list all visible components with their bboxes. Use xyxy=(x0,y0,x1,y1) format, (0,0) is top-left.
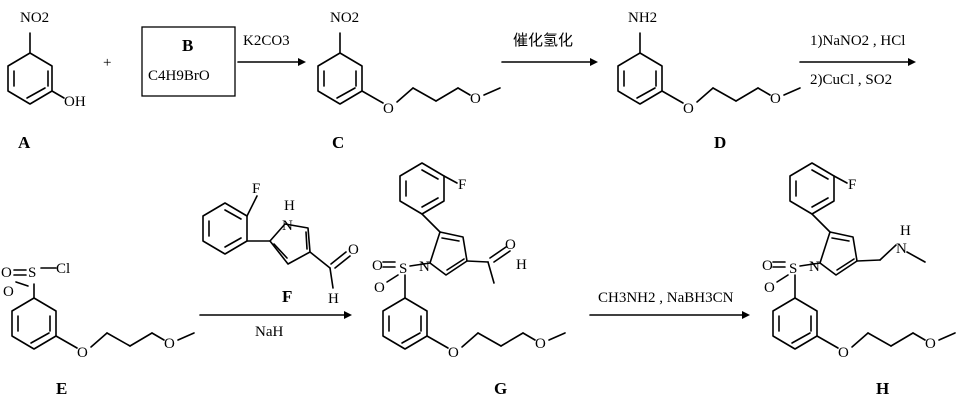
compound-a-hydroxyl-label: OH xyxy=(64,94,86,110)
compound-e-o-bottom: O xyxy=(3,284,14,300)
compound-g-o-bottom: O xyxy=(374,280,385,296)
compound-g-nitrogen: N xyxy=(419,259,430,275)
compound-g-sulfur: S xyxy=(399,261,407,277)
compound-e-structure: O S Cl O O O xyxy=(1,261,195,361)
compound-h-amine-h: H xyxy=(900,223,911,239)
compound-d-ether-o1: O xyxy=(683,101,694,117)
compound-e-chlorine: Cl xyxy=(56,261,70,277)
compound-e-o-top: O xyxy=(1,265,12,281)
compound-f-aldehyde-o: O xyxy=(348,242,359,258)
compound-c-nitro-label: NO2 xyxy=(330,10,359,26)
arrow-1-reagent: K2CO3 xyxy=(243,33,290,49)
arrow-4-reagent: NaH xyxy=(255,324,283,340)
compound-f-nh-hydrogen: H xyxy=(284,198,295,214)
arrow-3-reagent-1: 1)NaNO2 , HCl xyxy=(810,33,905,49)
compound-b-box xyxy=(141,26,236,97)
compound-e-sulfur: S xyxy=(28,265,36,281)
compound-h-o-bottom: O xyxy=(764,280,775,296)
arrow-5-reagent: CH3NH2 , NaBH3CN xyxy=(598,290,734,306)
compound-a-nitro-label: NO2 xyxy=(20,10,49,26)
compound-e-ether-o2: O xyxy=(164,336,175,352)
compound-g-structure: F O S N O H O O O xyxy=(372,162,566,361)
arrow-4: NaH xyxy=(199,311,352,340)
compound-c-structure: NO2 O O xyxy=(317,10,501,117)
compound-g-label: G xyxy=(494,379,507,398)
compound-h-sulfur: S xyxy=(789,261,797,277)
arrow-3: 1)NaNO2 , HCl 2)CuCl , SO2 xyxy=(799,33,916,88)
arrow-2-reagent: 催化氢化 xyxy=(513,31,573,49)
compound-c-label: C xyxy=(332,133,344,152)
compound-d-structure: NH2 O O xyxy=(617,10,801,117)
plus-sign: + xyxy=(103,55,111,71)
compound-h-amine-n: N xyxy=(896,241,907,257)
compound-h-fluorine: F xyxy=(848,177,856,193)
compound-h-nitrogen-ring: N xyxy=(809,259,820,275)
arrow-1: K2CO3 xyxy=(237,33,306,66)
compound-h-ether-o2: O xyxy=(925,336,936,352)
compound-d-label: D xyxy=(714,133,726,152)
compound-b-formula: C4H9BrO xyxy=(148,68,210,84)
compound-f-fluorine: F xyxy=(252,181,260,197)
compound-g-ether-o2: O xyxy=(535,336,546,352)
compound-f-aldehyde-h: H xyxy=(328,291,339,307)
compound-f-nitrogen: N xyxy=(282,218,293,234)
compound-d-amino-label: NH2 xyxy=(628,10,657,26)
arrow-5: CH3NH2 , NaBH3CN xyxy=(589,290,750,319)
compound-e-ether-o1: O xyxy=(77,345,88,361)
compound-g-aldehyde-o: O xyxy=(505,237,516,253)
compound-c-ether-o2: O xyxy=(470,91,481,107)
compound-g-ether-o1: O xyxy=(448,345,459,361)
compound-a-structure: NO2 OH xyxy=(7,10,86,110)
compound-f-structure: F H N O H xyxy=(202,181,359,307)
arrow-3-reagent-2: 2)CuCl , SO2 xyxy=(810,72,892,88)
compound-e-label: E xyxy=(56,379,67,398)
arrow-2: 催化氢化 xyxy=(501,31,598,66)
compound-g-fluorine: F xyxy=(458,177,466,193)
compound-h-structure: F O S N H N O O O xyxy=(762,162,956,361)
compound-d-ether-o2: O xyxy=(770,91,781,107)
compound-b-label: B xyxy=(182,36,193,55)
compound-h-label: H xyxy=(876,379,889,398)
compound-h-o-top: O xyxy=(762,258,773,274)
compound-g-aldehyde-h: H xyxy=(516,257,527,273)
compound-f-label: F xyxy=(282,287,292,306)
compound-g-o-top: O xyxy=(372,258,383,274)
compound-h-ether-o1: O xyxy=(838,345,849,361)
compound-c-ether-o1: O xyxy=(383,101,394,117)
compound-a-label: A xyxy=(18,133,31,152)
